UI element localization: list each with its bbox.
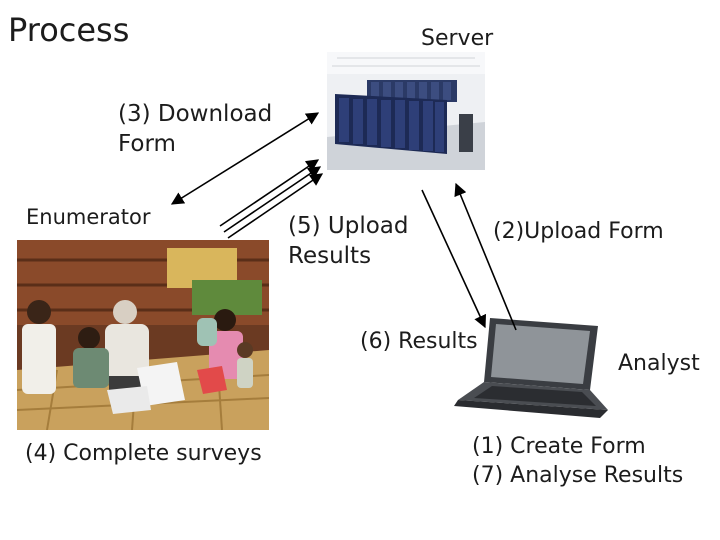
person-center [73, 327, 109, 388]
arrow-download-form [170, 112, 320, 205]
upload-form-label: (2)Upload Form [493, 219, 664, 244]
step-create-form: (1) Create Form [472, 434, 646, 459]
child [237, 342, 253, 388]
complete-surveys-label: (4) Complete surveys [25, 441, 262, 466]
person-enumerator [105, 300, 149, 398]
upload-results-line-2: Results [288, 242, 372, 269]
arrow-upload-results-3 [227, 173, 324, 239]
server-rack-row-back [367, 80, 457, 102]
step-analyse-results: (7) Analyse Results [472, 462, 684, 488]
analyst-steps: (1) Create Form (7) Analyse Results [472, 433, 683, 490]
field-survey-image [17, 240, 269, 430]
arrow-upload-results-1 [219, 159, 320, 227]
arrow-upload-form [454, 182, 517, 331]
server-rack-row-front [335, 94, 447, 154]
arrow-upload-results-2 [223, 166, 322, 233]
results-label: (6) Results [360, 329, 478, 354]
upload-results-label: (5) Upload Results [288, 212, 408, 272]
arrow-results [421, 189, 487, 329]
laptop-image [454, 318, 608, 418]
enumerator-label: Enumerator [26, 205, 151, 229]
person-left [22, 300, 56, 394]
upload-results-line-1: (5) Upload [288, 213, 409, 239]
server-label: Server [421, 26, 494, 51]
server-room-image [327, 52, 485, 170]
slide-title: Process [8, 11, 130, 49]
download-form-line-2: Form [118, 130, 176, 157]
analyst-label: Analyst [618, 351, 700, 376]
